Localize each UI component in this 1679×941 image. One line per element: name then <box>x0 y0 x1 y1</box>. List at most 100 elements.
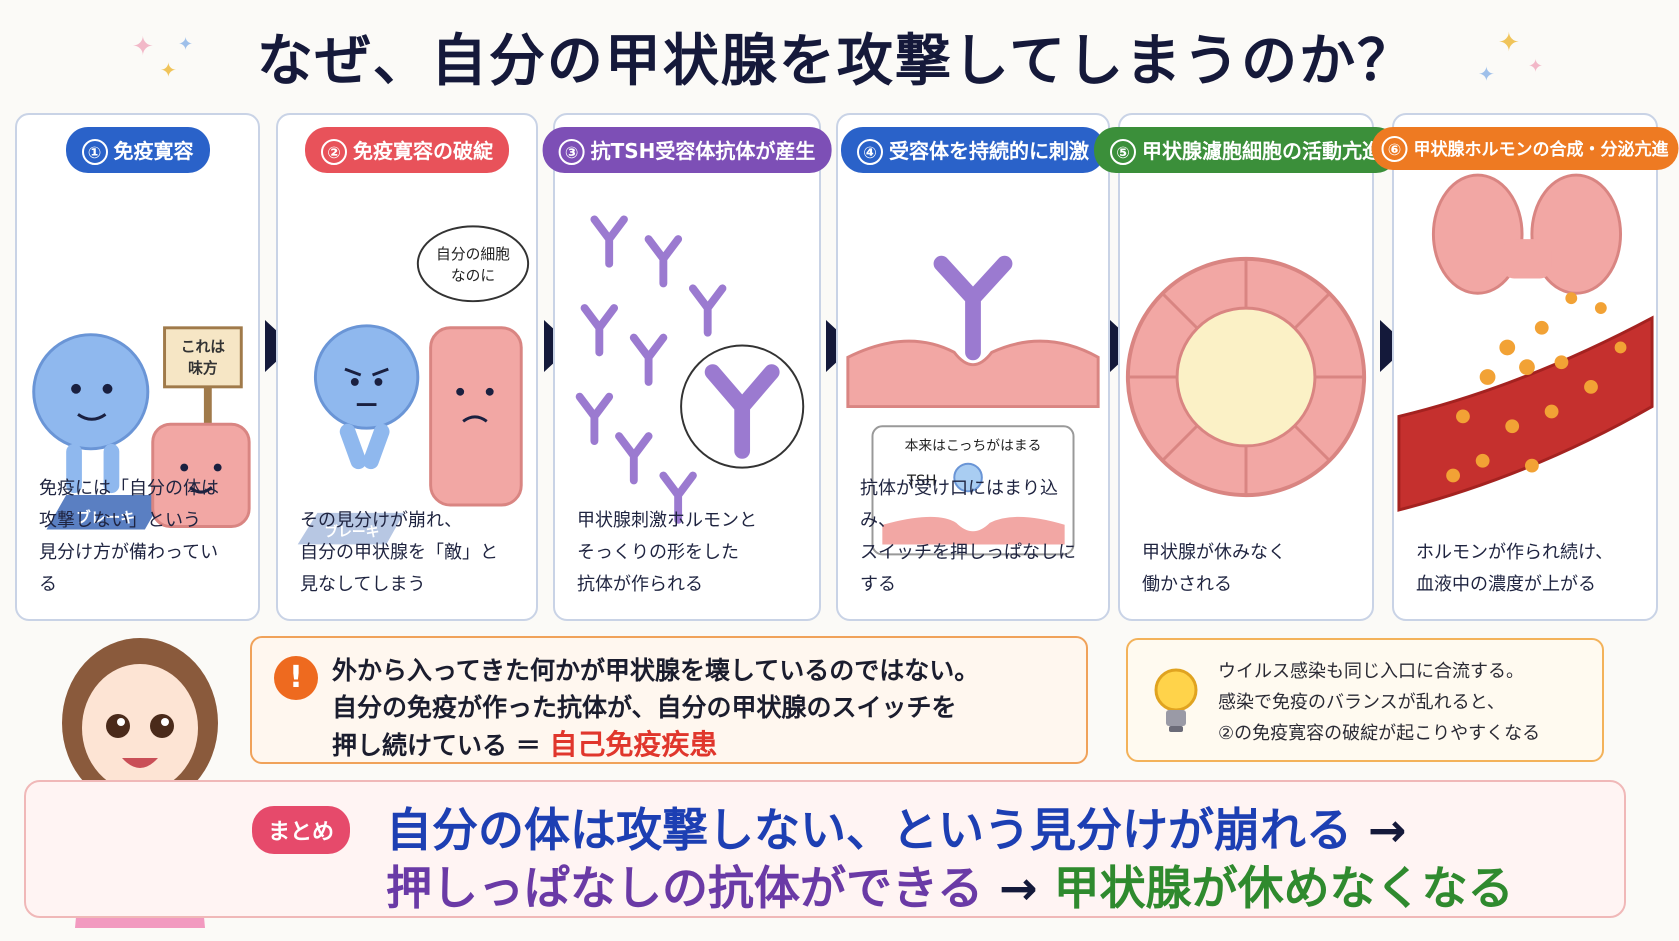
step-label: 甲状腺ホルモンの合成・分泌亢進 <box>1413 140 1669 160</box>
hormone-particles-icon <box>1446 292 1627 483</box>
sign-text-1: これは <box>181 338 226 355</box>
key-point-line: 押し続けている ＝ 自己免疫疾患 <box>332 726 979 764</box>
hint-box: ウイルス感染も同じ入口に合流する。 感染で免疫のバランスが乱れると、 ②の免疫寛… <box>1126 638 1604 762</box>
antibody-icon <box>688 284 727 337</box>
blood-vessel-icon <box>1397 315 1654 512</box>
caption-line: 自分の甲状腺を「敵」と <box>300 542 498 563</box>
sparkle-icon: ✦ <box>160 58 177 82</box>
step-label: 受容体を持続的に刺激 <box>889 139 1089 163</box>
bubble-text-2: なのに <box>451 267 495 284</box>
antibody-icon <box>629 333 668 386</box>
arrow-right-icon: → <box>1368 803 1407 857</box>
inset-title: 本来はこっちがはまる <box>905 438 1042 454</box>
sparkle-icon: ✦ <box>1498 28 1520 58</box>
page-title: なぜ、自分の甲状腺を攻撃してしまうのか？ <box>256 29 1416 94</box>
follicle-icon <box>1125 256 1367 498</box>
thyroid-cell-icon <box>151 422 251 528</box>
summary-line-1: 自分の体は攻撃しない、という見分けが崩れる → <box>386 794 1407 860</box>
step-number: ② <box>321 139 347 165</box>
immune-tolerance-illustration: ブレーキ これは 味方 <box>17 177 258 577</box>
hint-line: ②の免疫寛容の破綻が起こりやすくなる <box>1218 723 1541 744</box>
key-point-box: ! 外から入ってきた何かが甲状腺を壊しているのではない。 自分の免疫が作った抗体… <box>250 636 1088 764</box>
cell-membrane-icon <box>846 339 1100 409</box>
tolerance-breakdown-illustration: 自分の細胞 なのに ブレーキ <box>278 177 536 577</box>
caption-line: 甲状腺が休みなく <box>1142 542 1286 563</box>
step-caption-5: 甲状腺が休みなく 働かされる <box>1120 537 1372 601</box>
hint-text: ウイルス感染も同じ入口に合流する。 感染で免疫のバランスが乱れると、 ②の免疫寛… <box>1218 656 1540 749</box>
summary-text: 自分の体は攻撃しない、という見分けが崩れる <box>386 803 1352 857</box>
step-label: 免疫寛容 <box>113 139 194 163</box>
caption-line: スイッチを押しっぱなしにする <box>860 542 1076 595</box>
key-point-line: 外から入ってきた何かが甲状腺を壊しているのではない。 <box>332 656 980 685</box>
step-number: ④ <box>857 139 883 165</box>
caption-line: 免疫には「自分の体は <box>39 478 219 499</box>
sparkle-icon: ✦ <box>178 34 194 55</box>
antibody-icon <box>575 392 614 445</box>
brake-pedal-icon: ブレーキ <box>297 512 405 545</box>
scared-thyroid-cell-icon <box>429 326 523 507</box>
antibody-icon <box>644 235 683 288</box>
brake-label: ブレーキ <box>324 524 379 541</box>
antibody-icon <box>590 215 628 268</box>
follicle-illustration <box>1120 177 1372 577</box>
step-number: ⑤ <box>1110 139 1136 165</box>
caption-line: その見分けが崩れ、 <box>300 510 463 531</box>
antibody-icon <box>659 471 697 524</box>
antibody-icon <box>580 304 619 357</box>
antibody-icon <box>615 432 653 485</box>
thyroid-gland-icon <box>1431 173 1623 295</box>
step-number: ③ <box>558 139 585 165</box>
step-caption-3: 甲状腺刺激ホルモンと そっくりの形をした 抗体が作られる <box>555 505 819 601</box>
step-caption-2: その見分けが崩れ、 自分の甲状腺を「敵」と 見なしてしまう <box>278 505 536 601</box>
autoimmune-highlight: 自己免疫疾患 <box>549 728 718 761</box>
sparkle-icon: ✦ <box>1528 56 1544 77</box>
step-caption-4: 抗体が受け口にはまり込み、 スイッチを押しっぱなしにする <box>838 473 1108 601</box>
step-caption-6: ホルモンが作られ続け、 血液中の濃度が上がる <box>1394 537 1656 601</box>
lightbulb-icon <box>1154 668 1198 732</box>
caption-line: 血液中の濃度が上がる <box>1416 574 1596 595</box>
tsh-molecule-icon <box>953 462 983 493</box>
sign-text-2: 味方 <box>188 359 218 377</box>
receptor-stimulation-illustration: 本来はこっちがはまる TSH <box>838 177 1108 577</box>
summary-line-2: 押しっぱなしの抗体ができる → 甲状腺が休めなくなる <box>386 852 1514 918</box>
caption-line: 攻撃しない」という <box>39 510 201 531</box>
summary-text: 押しっぱなしの抗体ができる <box>386 861 984 915</box>
arrow-right-icon: → <box>999 861 1038 915</box>
bubble-text-1: 自分の細胞 <box>436 246 510 263</box>
summary-box: まとめ 自分の体は攻撃しない、という見分けが崩れる → 押しっぱなしの抗体ができ… <box>24 780 1626 918</box>
tsh-label: TSH <box>906 472 937 489</box>
caption-line: 働かされる <box>1142 574 1232 595</box>
key-point-text: 外から入ってきた何かが甲状腺を壊しているのではない。 自分の免疫が作った抗体が、… <box>332 652 979 764</box>
brake-label: ブレーキ <box>76 509 135 527</box>
hint-line: ウイルス感染も同じ入口に合流する。 <box>1218 661 1524 682</box>
caption-line: 見分け方が備わっている <box>39 542 219 595</box>
sign-board-icon: これは 味方 <box>163 326 243 437</box>
caption-line: 抗体が受け口にはまり込み、 <box>860 478 1058 531</box>
magnified-antibody-icon <box>680 344 805 469</box>
sparkle-icon: ✦ <box>132 32 154 62</box>
caption-line: 甲状腺刺激ホルモンと <box>577 510 757 531</box>
step-label: 甲状腺濾胞細胞の活動亢進 <box>1142 139 1382 163</box>
caption-line: 見なしてしまう <box>300 574 426 595</box>
key-point-line: 自分の免疫が作った抗体が、自分の甲状腺のスイッチを <box>332 693 957 722</box>
attacking-immune-cell-icon <box>313 324 420 470</box>
brake-pedal-icon: ブレーキ <box>46 495 165 530</box>
summary-badge: まとめ <box>252 806 351 854</box>
caption-line: 抗体が作られる <box>577 574 703 595</box>
caption-line: そっくりの形をした <box>577 542 739 563</box>
hint-line: 感染で免疫のバランスが乱れると、 <box>1218 692 1505 713</box>
step-label: 免疫寛容の破綻 <box>353 139 493 163</box>
antibody-on-receptor-icon <box>933 255 1013 361</box>
antibody-production-illustration <box>555 177 819 577</box>
caption-line: ホルモンが作られ続け、 <box>1416 542 1614 563</box>
